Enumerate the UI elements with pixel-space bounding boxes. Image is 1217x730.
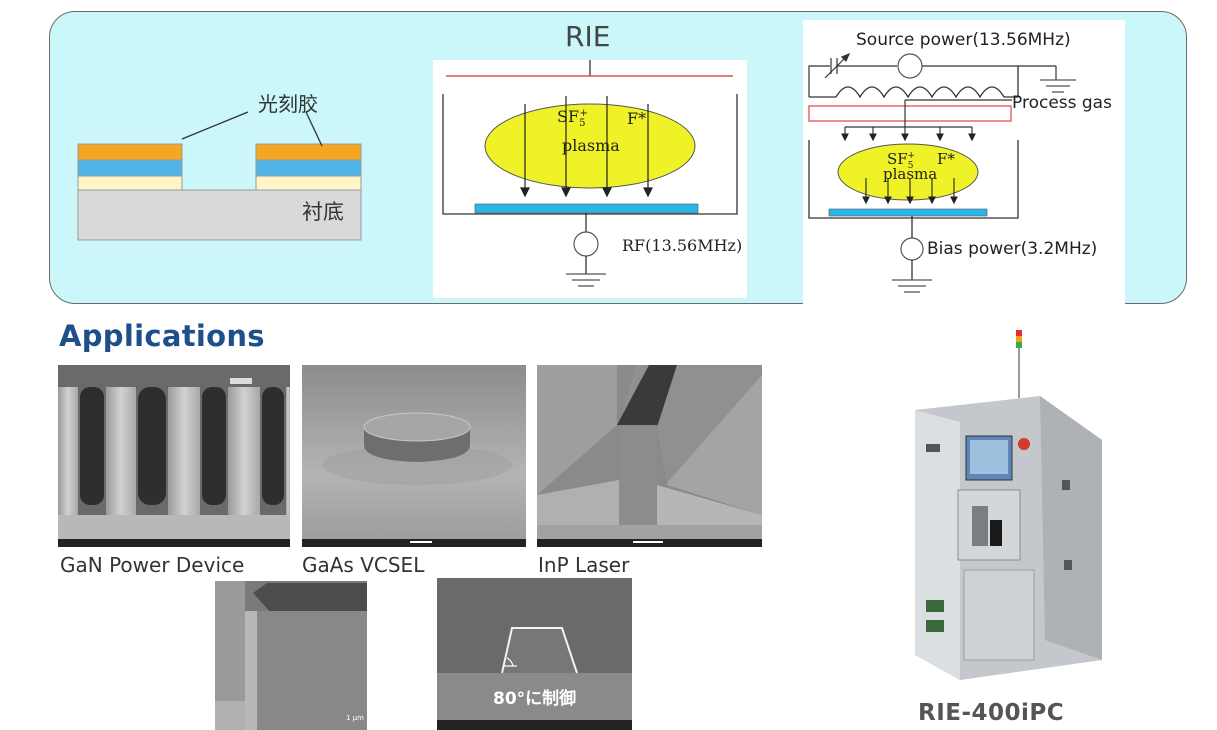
left-stack (77, 143, 183, 191)
icp-bottom-ground (892, 279, 932, 293)
icp-ion-arrows (862, 178, 958, 205)
icp-ion-f: F* (937, 150, 955, 168)
machine-label: RIE-400iPC (918, 700, 1065, 726)
caption-inp-laser: InP Laser (538, 553, 630, 577)
ridge-scale-label: 1 μm (346, 714, 364, 722)
icp-coil (835, 66, 1019, 99)
icp-dielectric-window (808, 105, 1012, 122)
icp-plasma-label: plasma (883, 165, 938, 183)
rie-plasma (484, 103, 696, 189)
inp-laser-image (537, 365, 762, 547)
ridge-sem-image (215, 581, 367, 730)
icp-electrode (828, 208, 988, 217)
icp-bias-power-label: Bias power(3.2MHz) (927, 239, 1098, 259)
icp-ion-sf5: SF5+ (887, 150, 915, 171)
rie-title: RIE (565, 20, 611, 53)
caption-gan-power-device: GaN Power Device (60, 553, 245, 577)
signal-tower-icon (1016, 330, 1022, 398)
icp-gas-arrows (841, 127, 976, 142)
substrate-label: 衬底 (302, 200, 344, 224)
icp-top-ground (1040, 79, 1076, 93)
icp-process-gas-label: Process gas (1012, 93, 1112, 113)
rie-ground (566, 273, 606, 287)
icp-source-power-label: Source power(13.56MHz) (856, 30, 1071, 50)
substrate-block (77, 189, 362, 241)
right-stack (255, 143, 362, 191)
gan-power-device-image (58, 365, 290, 547)
trapezoid-sem-image (437, 578, 632, 730)
rie-ion-sf5: SF5+ (557, 107, 588, 130)
rie-rf-label: RF(13.56MHz) (622, 236, 743, 255)
rie-arrows (520, 96, 653, 198)
rie-ion-f: F* (627, 109, 647, 128)
applications-title: Applications (59, 319, 265, 353)
photoresist-label: 光刻胶 (258, 92, 318, 116)
gaas-vcsel-image (302, 365, 526, 547)
photoresist-pointer-lines (181, 111, 323, 147)
caption-gaas-vcsel: GaAs VCSEL (302, 553, 425, 577)
rie-plasma-label: plasma (562, 136, 620, 155)
trapezoid-angle-annotation: 80°に制御 (493, 689, 577, 709)
